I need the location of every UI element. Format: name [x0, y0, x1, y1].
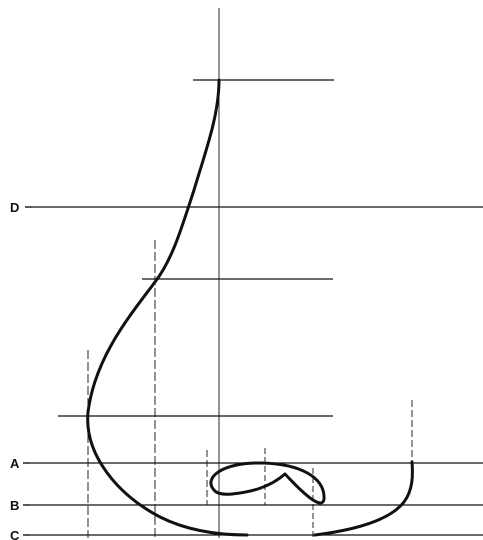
- nose-outline: [86, 78, 414, 537]
- label-a: A: [10, 456, 20, 471]
- label-c: C: [10, 528, 20, 540]
- label-b: B: [10, 498, 19, 513]
- nostril-shape: [209, 461, 326, 505]
- nose-wing-curve: [313, 460, 414, 537]
- label-d: D: [10, 200, 19, 215]
- horizontal-guides: [28, 79, 483, 536]
- nose-profile-curve: [86, 78, 249, 537]
- label-markers: [23, 206, 31, 536]
- vertical-guides: [87, 8, 413, 538]
